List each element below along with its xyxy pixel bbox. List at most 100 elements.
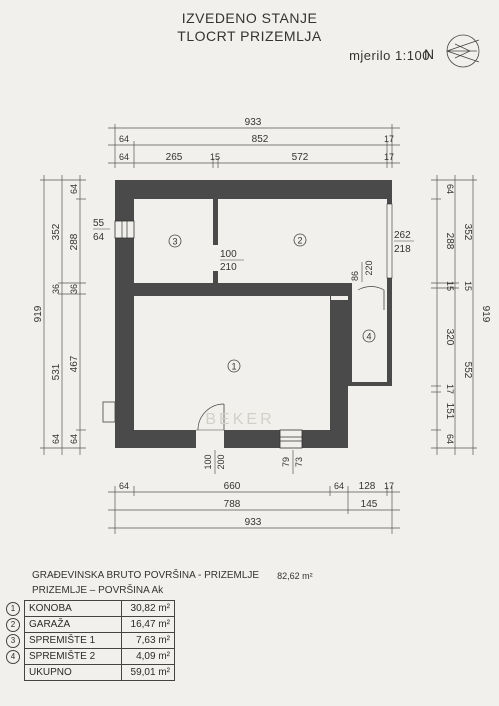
room-area: 4,09 m² <box>121 648 175 665</box>
room-name: SPREMIŠTE 1 <box>24 632 122 649</box>
room-area: 16,47 m² <box>121 616 175 633</box>
garage-door <box>386 203 393 279</box>
window-bottom-width: 79 <box>281 457 291 467</box>
room-3-marker: 3 <box>168 234 182 248</box>
dim-bottom-main: 788 <box>224 499 241 510</box>
dim-right-wall-top: 64 <box>445 184 455 194</box>
dim-top-room3-width: 265 <box>166 152 183 163</box>
room-name: SPREMIŠTE 2 <box>24 648 122 665</box>
dim-top-wall-right: 17 <box>384 134 394 144</box>
drawing-title: IZVEDENO STANJE <box>181 10 318 26</box>
room-2-marker: 2 <box>293 233 307 247</box>
dim-right-partition-2: 15 <box>463 281 473 291</box>
dim-left-wall-top: 64 <box>69 184 79 194</box>
dim-left-lower: 531 <box>51 363 62 380</box>
dim-bottom-total: 933 <box>245 517 262 528</box>
window-left-height: 64 <box>93 232 105 243</box>
dim-left-wall-bottom: 64 <box>51 434 61 444</box>
entry-door <box>196 403 225 448</box>
total-area: 59,01 m² <box>121 664 175 681</box>
area-summary-header: GRAĐEVINSKA BRUTO POVRŠINA - PRIZEMLJE 8… <box>32 570 313 596</box>
dim-left-wall-bottom-2: 64 <box>69 434 79 444</box>
garage-door-width: 262 <box>394 230 411 241</box>
bottom-dimension-lines <box>108 486 400 534</box>
dim-left-partition: 36 <box>51 284 61 294</box>
dim-right-wall-bottom: 64 <box>445 434 455 444</box>
top-dimension-lines <box>108 124 400 168</box>
left-dimension-lines <box>40 175 86 455</box>
dim-top-room2-width: 572 <box>292 152 309 163</box>
entry-door-height: 200 <box>216 454 226 469</box>
dim-top-total: 933 <box>245 117 262 128</box>
dim-bottom-wall-left: 64 <box>119 481 129 491</box>
dim-top-wall-left: 64 <box>119 134 129 144</box>
table-row: 3 SPREMIŠTE 1 7,63 m² <box>2 632 175 649</box>
dim-bottom-wall-mid: 64 <box>334 481 344 491</box>
table-row: 4 SPREMIŠTE 2 4,09 m² <box>2 648 175 665</box>
door-room3 <box>213 245 218 271</box>
door-room3-width: 100 <box>220 249 237 260</box>
north-label: N <box>424 46 434 62</box>
window-left-width: 55 <box>93 218 105 229</box>
total-label: UKUPNO <box>24 664 122 681</box>
dim-right-total: 919 <box>480 306 491 323</box>
watermark: BEKER <box>205 411 274 428</box>
net-area-label: PRIZEMLJE – POVRŠINA Ak <box>32 585 164 596</box>
dim-top-partition: 15 <box>210 152 220 162</box>
window-left <box>114 220 135 239</box>
dim-right-lower: 151 <box>444 403 455 420</box>
svg-text:4: 4 <box>366 332 371 342</box>
room-area: 30,82 m² <box>121 600 175 617</box>
walls <box>115 180 392 448</box>
drawing-scale: mjerilo 1:100 <box>349 48 430 63</box>
table-row-total: UKUPNO 59,01 m² <box>2 664 175 681</box>
dim-left-upper: 352 <box>51 223 62 240</box>
gross-area-label: GRAĐEVINSKA BRUTO POVRŠINA - PRIZEMLJE <box>32 570 260 581</box>
row-number: 4 <box>6 650 20 664</box>
room-name: KONOBA <box>24 600 122 617</box>
row-number: 2 <box>6 618 20 632</box>
dim-top-wall-right-2: 17 <box>384 152 394 162</box>
door-room4-width: 86 <box>350 271 360 281</box>
dim-right-upper: 352 <box>462 224 473 241</box>
dim-top-interior: 852 <box>252 134 269 145</box>
dim-top-wall-left-2: 64 <box>119 152 129 162</box>
window-bottom-height: 73 <box>294 457 304 467</box>
dim-right-partition: 15 <box>445 281 455 291</box>
dim-bottom-offset: 145 <box>361 499 378 510</box>
outside-step <box>102 401 116 423</box>
dim-right-wall-mid: 17 <box>445 384 455 394</box>
row-number: 3 <box>6 634 20 648</box>
dim-bottom-room4-width: 128 <box>359 481 376 492</box>
area-table: 1 KONOBA 30,82 m² 2 GARAŽA 16,47 m² 3 SP… <box>2 600 175 681</box>
table-row: 2 GARAŽA 16,47 m² <box>2 616 175 633</box>
dim-left-total: 919 <box>33 305 44 322</box>
dim-bottom-room1-width: 660 <box>224 481 241 492</box>
door-room3-height: 210 <box>220 262 237 273</box>
room-1-marker: 1 <box>227 359 241 373</box>
north-arrow-icon <box>446 34 480 68</box>
drawing-subtitle: TLOCRT PRIZEMLJA <box>177 28 322 44</box>
dim-right-lower-total: 552 <box>462 362 473 379</box>
dim-right-room2-depth: 288 <box>444 233 455 250</box>
table-row: 1 KONOBA 30,82 m² <box>2 600 175 617</box>
dim-left-room1-depth: 467 <box>69 355 80 372</box>
room-4-marker: 4 <box>362 329 376 343</box>
garage-door-height: 218 <box>394 244 411 255</box>
gross-area-value: 82,62 m² <box>277 570 313 581</box>
svg-text:2: 2 <box>297 236 302 246</box>
door-room4 <box>352 283 387 310</box>
door-room4-height: 220 <box>364 260 374 275</box>
dim-bottom-wall-right: 17 <box>384 481 394 491</box>
entry-door-width: 100 <box>203 454 213 469</box>
row-number: 1 <box>6 602 20 616</box>
dim-left-room3-depth: 288 <box>69 233 80 250</box>
svg-text:3: 3 <box>172 237 177 247</box>
dim-left-partition-2: 36 <box>69 284 79 294</box>
svg-text:1: 1 <box>231 362 236 372</box>
room-name: GARAŽA <box>24 616 122 633</box>
room-area: 7,63 m² <box>121 632 175 649</box>
right-dimension-lines <box>431 175 477 455</box>
window-bottom <box>279 429 303 449</box>
